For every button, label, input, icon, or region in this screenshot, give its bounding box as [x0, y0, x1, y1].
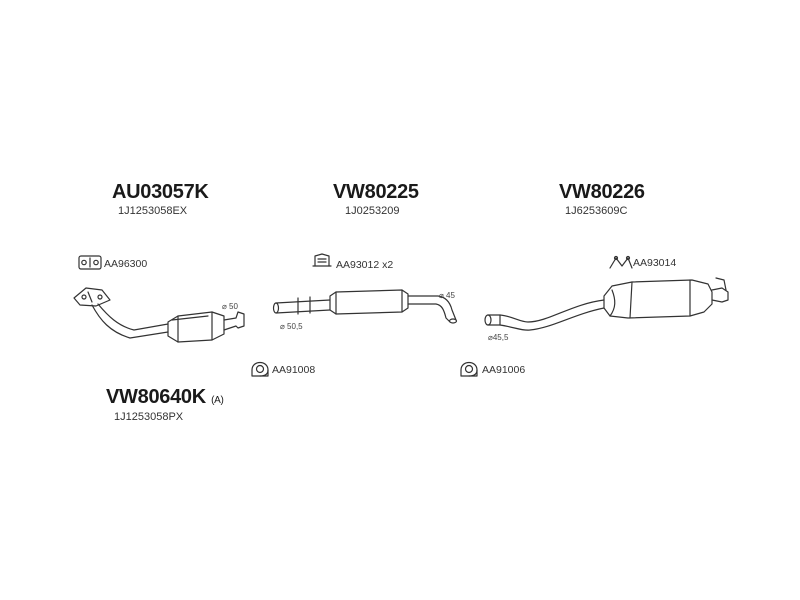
bracket-icon: [312, 253, 332, 267]
part-code-rear: VW80226: [559, 181, 645, 203]
diameter-middle-outlet: ⌀ 45: [439, 291, 455, 300]
gasket-ref-label: AA96300: [104, 258, 148, 270]
part-code-alt-suffix: (A): [211, 395, 224, 406]
oem-number-alt-front: 1J1253058PX: [114, 411, 184, 423]
oem-number-middle: 1J0253209: [345, 205, 400, 217]
part-code-alt-front: VW80640K (A): [106, 386, 224, 409]
bracket-ref-label: AA93012 x2: [336, 259, 394, 271]
clamp-ref-right: AA91006: [482, 364, 526, 376]
clamp-icon: [460, 361, 478, 377]
part-code-middle: VW80225: [333, 181, 419, 203]
hanger-ref-label: AA93014: [633, 257, 677, 269]
middle-silencer-part: [272, 289, 458, 324]
clamp-ref-left: AA91008: [272, 364, 316, 376]
diameter-middle-inlet: ⌀ 50,5: [280, 322, 303, 331]
gasket-icon: [78, 255, 102, 270]
part-code-alt-front-text: VW80640K: [106, 386, 206, 408]
catalytic-converter-part: [73, 287, 245, 343]
clamp-icon: [251, 361, 269, 377]
hanger-icon: [609, 255, 633, 269]
rear-silencer-part: [484, 277, 729, 331]
diameter-front: ⌀ 50: [222, 302, 238, 311]
part-code-front: AU03057K: [112, 181, 209, 203]
oem-number-front: 1J1253058EX: [118, 205, 188, 217]
oem-number-rear: 1J6253609C: [565, 205, 628, 217]
diameter-rear: ⌀45,5: [488, 333, 509, 342]
